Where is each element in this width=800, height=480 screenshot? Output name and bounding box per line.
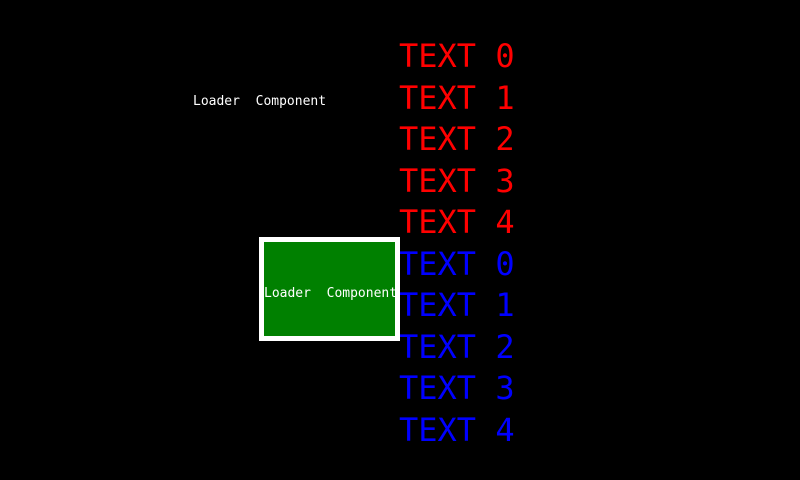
text-list-item: TEXT 1 [399,78,515,117]
text-list-item: TEXT 4 [399,203,515,241]
text-list-item: TEXT 4 [399,410,515,449]
text-list-item: TEXT 1 [399,286,515,324]
text-list-item: TEXT 2 [399,120,515,158]
text-list-item: TEXT 0 [399,244,515,283]
text-list-item: TEXT 0 [399,37,515,75]
loader-component-box: Loader Component [259,237,400,341]
loader-component-label: Loader Component [193,94,327,109]
loader-component-box-label: Loader Component [264,286,398,301]
text-list-item: TEXT 3 [399,161,515,200]
text-list: TEXT 0 TEXT 1 TEXT 2 TEXT 3 TEXT 4 TEXT … [399,36,649,451]
text-list-item: TEXT 2 [399,327,515,366]
text-list-item: TEXT 3 [399,369,515,407]
